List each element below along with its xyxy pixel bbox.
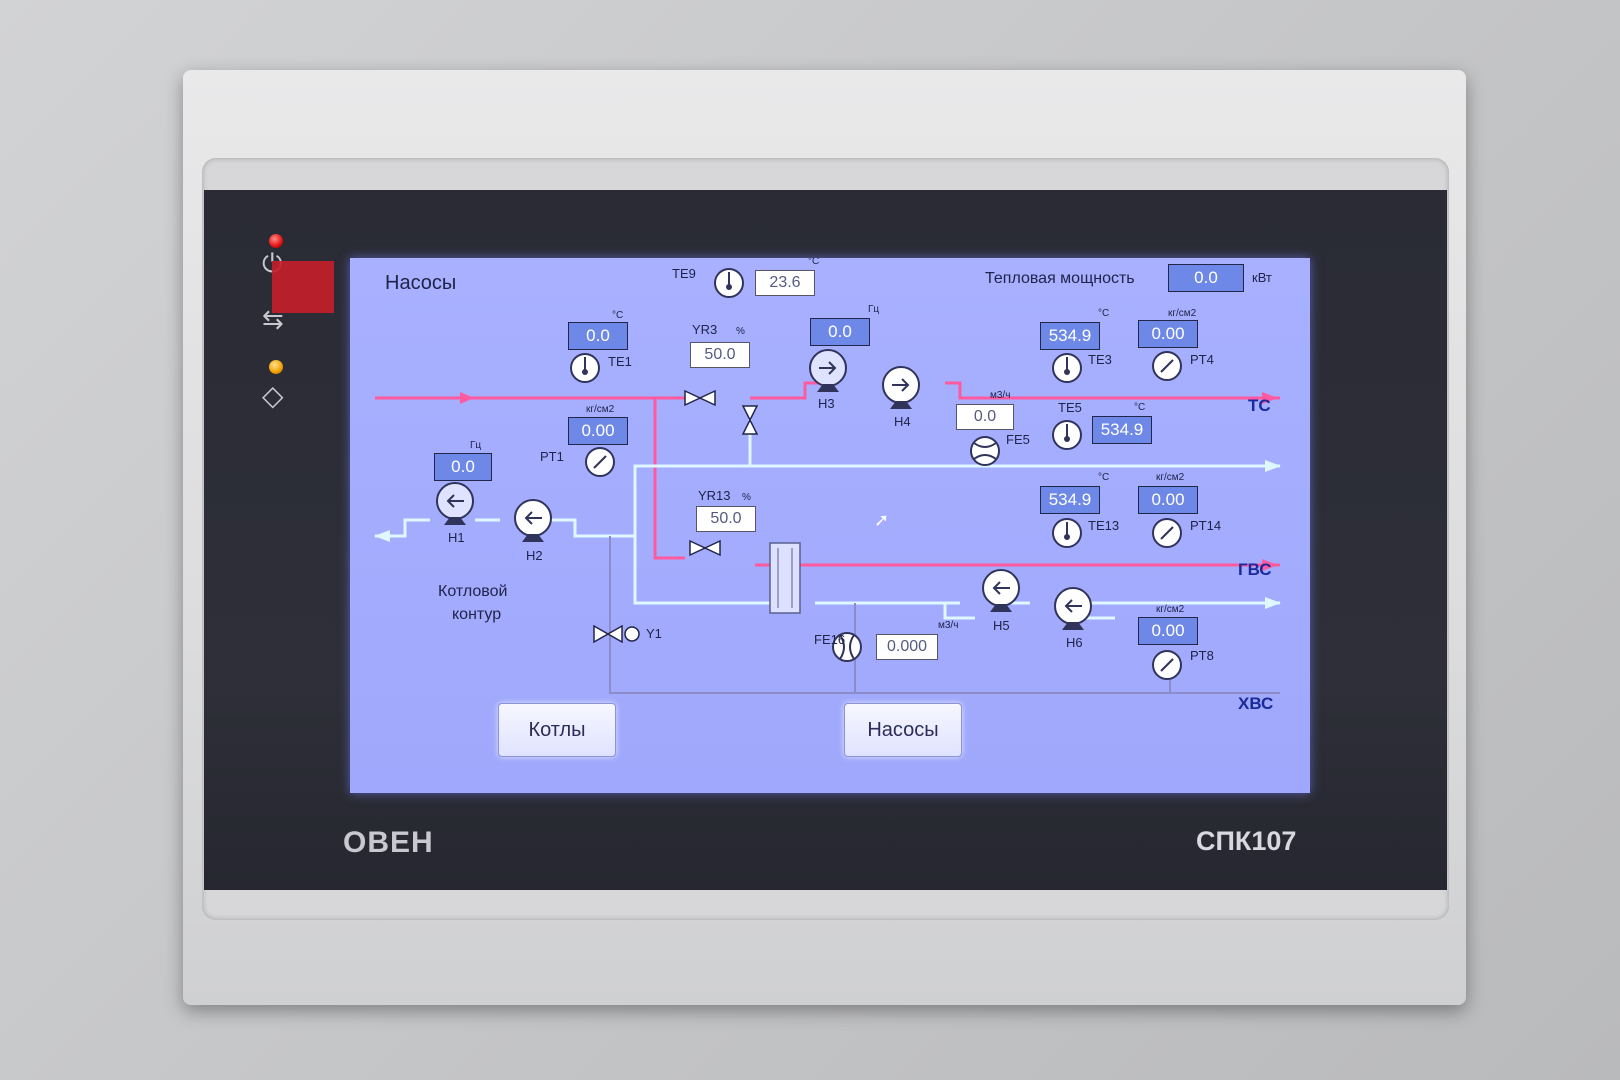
- return-end-arrow: [1265, 460, 1281, 472]
- valve-y1: [593, 624, 640, 644]
- h4-label: H4: [894, 414, 911, 429]
- ts-end-arrow: [1262, 392, 1278, 404]
- te5-label: TE5: [1058, 400, 1082, 415]
- thermal-power-label: Тепловая мощность: [985, 270, 1135, 287]
- fe5-value[interactable]: 0.0: [956, 404, 1014, 430]
- manometer-pt14-icon: [1150, 516, 1184, 555]
- gvs-end-arrow: [1262, 559, 1278, 571]
- yr3-value[interactable]: 50.0: [690, 342, 750, 368]
- fe16-unit: м3/ч: [938, 620, 959, 631]
- te13-label: TE13: [1088, 518, 1120, 533]
- pump-h4-icon[interactable]: [878, 365, 924, 416]
- te9-label: TE9: [672, 266, 696, 281]
- te3-value[interactable]: 534.9: [1040, 322, 1100, 350]
- brand-logo: ОВЕН: [343, 826, 434, 859]
- heat-exchanger: [769, 542, 801, 614]
- pump-h1-icon[interactable]: [432, 481, 478, 532]
- fe16-value[interactable]: 0.000: [876, 634, 938, 660]
- te3-unit: °C: [1098, 308, 1110, 319]
- boiler-circuit-label-1: Котловой: [438, 583, 508, 600]
- ts-supply-pipe: [375, 381, 1280, 567]
- te3-label: TE3: [1088, 352, 1112, 367]
- alarm-diamond-icon: ◇: [262, 380, 284, 411]
- fe16-label: FE16: [814, 632, 846, 647]
- boiler-flow-arrow: [374, 530, 390, 542]
- ts-flow-arrow: [460, 392, 474, 404]
- power-led: [269, 234, 283, 248]
- stream-ts-label: ТС: [1248, 396, 1271, 415]
- yr13-unit: %: [742, 492, 751, 503]
- thermometer-te5-icon: [1050, 418, 1084, 457]
- h3-label: H3: [818, 396, 835, 411]
- h6-label: H6: [1066, 635, 1083, 650]
- hmi-screen: Насосы Тепловая мощность 0.0 кВт TE9 °C …: [350, 258, 1310, 793]
- yr3-label: YR3: [692, 322, 718, 337]
- valve-yr3-bypass: [741, 405, 759, 435]
- pumps-button[interactable]: Насосы: [844, 703, 962, 757]
- flowmeter-fe5-icon: [968, 434, 1002, 473]
- model-label: СПК107: [1196, 826, 1297, 856]
- h1-label: H1: [448, 530, 465, 545]
- yr13-label: YR13: [698, 488, 731, 503]
- pt8-unit: кг/см2: [1156, 604, 1185, 615]
- pt4-label: PT4: [1190, 352, 1214, 367]
- red-tape-sticker: [272, 261, 334, 313]
- yr13-value[interactable]: 50.0: [696, 506, 756, 532]
- pt14-unit: кг/см2: [1156, 472, 1185, 483]
- flowmeter-fe16-icon: [830, 630, 864, 669]
- h3-freq-value[interactable]: 0.0: [810, 318, 870, 346]
- boilers-button[interactable]: Котлы: [498, 703, 616, 757]
- pt8-value[interactable]: 0.00: [1138, 617, 1198, 645]
- te1-value[interactable]: 0.0: [568, 322, 628, 350]
- h5-label: H5: [993, 618, 1010, 633]
- pt8-label: PT8: [1190, 648, 1214, 663]
- pt14-label: PT14: [1190, 518, 1222, 533]
- stream-hvs-label: ХВС: [1238, 694, 1274, 713]
- status-led: [269, 360, 283, 374]
- h3-freq-unit: Гц: [868, 304, 880, 315]
- te1-unit: °C: [612, 310, 624, 321]
- pt14-value[interactable]: 0.00: [1138, 486, 1198, 514]
- pump-h3-icon[interactable]: [805, 348, 851, 399]
- cursor-icon: ➚: [874, 510, 890, 530]
- te13-value[interactable]: 534.9: [1040, 486, 1100, 514]
- manometer-pt1-icon: [583, 445, 617, 484]
- te1-label: TE1: [608, 354, 632, 369]
- valve-yr3: [684, 389, 716, 407]
- te13-unit: °C: [1098, 472, 1110, 483]
- pt1-label: PT1: [540, 449, 564, 464]
- thermometer-te3-icon: [1050, 351, 1084, 390]
- pt1-value[interactable]: 0.00: [568, 417, 628, 445]
- pt4-value[interactable]: 0.00: [1138, 320, 1198, 348]
- manometer-pt4-icon: [1150, 349, 1184, 388]
- boiler-circuit-label-2: контур: [452, 606, 502, 623]
- te5-unit: °C: [1134, 402, 1146, 413]
- pump-h6-icon[interactable]: [1050, 586, 1096, 637]
- h1-freq-value[interactable]: 0.0: [434, 453, 492, 481]
- page-title: Насосы: [385, 272, 457, 294]
- thermometer-te9-icon: [712, 266, 746, 305]
- pump-h2-icon[interactable]: [510, 498, 556, 549]
- manometer-pt8-icon: [1150, 648, 1184, 687]
- te9-value[interactable]: 23.6: [755, 270, 815, 296]
- h2-label: H2: [526, 548, 543, 563]
- fe5-unit: м3/ч: [990, 390, 1011, 401]
- te9-unit: °C: [808, 258, 820, 267]
- thermometer-te1-icon: [568, 351, 602, 390]
- stream-gvs-label: ГВС: [1238, 560, 1272, 579]
- pt4-unit: кг/см2: [1168, 308, 1197, 319]
- h1-freq-unit: Гц: [470, 440, 482, 451]
- fe5-label: FE5: [1006, 432, 1030, 447]
- thermal-power-unit: кВт: [1252, 270, 1272, 285]
- thermal-power-value[interactable]: 0.0: [1168, 264, 1244, 292]
- y1-label: Y1: [646, 626, 662, 641]
- pt1-unit: кг/см2: [586, 404, 615, 415]
- hvs-return-arrow: [1265, 597, 1281, 609]
- thermometer-te13-icon: [1050, 516, 1084, 555]
- te5-value[interactable]: 534.9: [1092, 416, 1152, 444]
- pump-h5-icon[interactable]: [978, 568, 1024, 619]
- yr3-unit: %: [736, 326, 745, 337]
- valve-yr13: [689, 539, 721, 557]
